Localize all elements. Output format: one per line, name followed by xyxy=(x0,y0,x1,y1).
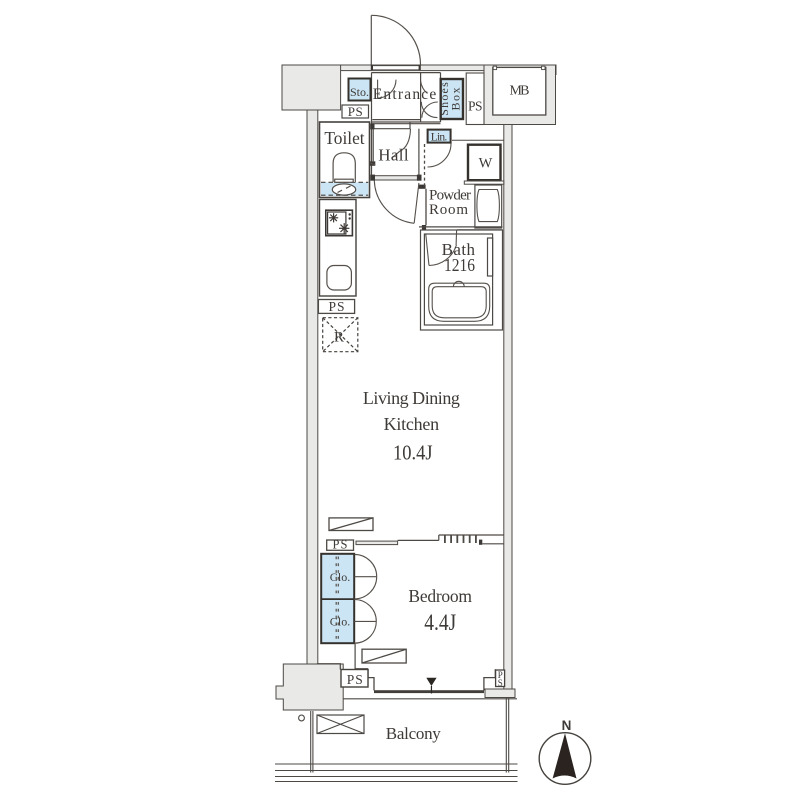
svg-text:Clo.: Clo. xyxy=(330,615,351,629)
svg-text:10.4J: 10.4J xyxy=(393,441,433,465)
svg-text:Entrance: Entrance xyxy=(373,86,437,103)
svg-text:PS: PS xyxy=(348,104,363,119)
svg-text:Toilet: Toilet xyxy=(324,128,364,148)
svg-text:Room: Room xyxy=(429,202,468,218)
svg-text:Balcony: Balcony xyxy=(386,724,442,743)
svg-text:MB: MB xyxy=(510,84,530,99)
svg-text:Lin.: Lin. xyxy=(431,131,448,143)
svg-text:Clo.: Clo. xyxy=(330,570,351,584)
svg-text:Kitchen: Kitchen xyxy=(384,414,440,434)
svg-text:Sto.: Sto. xyxy=(350,85,369,99)
svg-text:Bedroom: Bedroom xyxy=(408,586,472,606)
svg-text:4.4J: 4.4J xyxy=(424,610,456,635)
svg-text:Powder: Powder xyxy=(429,188,471,204)
svg-text:Shoes: Shoes xyxy=(437,82,451,116)
svg-text:N: N xyxy=(562,718,572,733)
svg-text:PS: PS xyxy=(329,299,345,314)
svg-text:Living Dining: Living Dining xyxy=(363,388,460,408)
svg-text:R: R xyxy=(334,330,344,346)
svg-text:S: S xyxy=(498,678,503,688)
svg-text:W: W xyxy=(479,156,493,172)
svg-text:PS: PS xyxy=(333,538,348,552)
svg-text:Bath: Bath xyxy=(442,240,476,259)
svg-text:1216: 1216 xyxy=(444,255,475,275)
svg-text:PS: PS xyxy=(347,672,363,687)
svg-text:P: P xyxy=(498,670,503,680)
svg-text:Hall: Hall xyxy=(378,145,409,164)
svg-text:Box: Box xyxy=(448,88,462,111)
svg-text:PS: PS xyxy=(468,99,483,114)
